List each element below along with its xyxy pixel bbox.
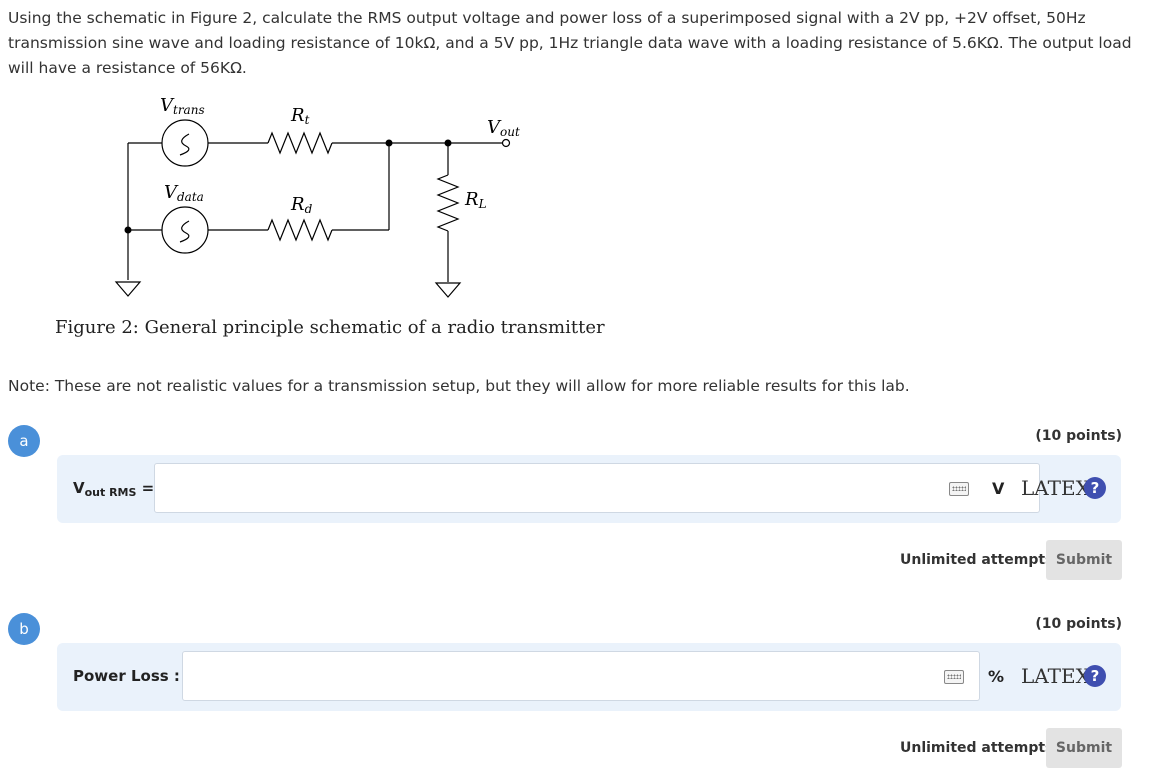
resistor-rl: [436, 174, 460, 232]
latex-label: LATEX: [1021, 664, 1090, 688]
vout-label: Vout: [487, 117, 520, 139]
vdata-source: [161, 206, 209, 254]
schematic-figure: Vtrans Rt Vout Vdata Rd RL: [0, 88, 620, 358]
rd-label: Rd: [290, 194, 313, 216]
part-b-submit-button[interactable]: Submit: [1046, 728, 1122, 768]
keyboard-icon[interactable]: [949, 482, 969, 496]
part-a-attempts: Unlimited attempts: [900, 552, 1054, 568]
rl-label: RL: [464, 189, 487, 211]
vout-terminal: [501, 138, 511, 148]
rt-label: Rt: [290, 105, 310, 127]
latex-label: LATEX: [1021, 476, 1090, 500]
vout-rms-label: Vout RMS =: [73, 479, 155, 499]
resistor-rd: [267, 218, 333, 242]
note-text: Note: These are not realistic values for…: [8, 377, 910, 395]
circuit-diagram: Vtrans Rt Vout Vdata Rd RL: [114, 95, 520, 298]
part-b-answer-box: Power Loss : % LATEX ?: [57, 643, 1121, 711]
power-loss-input[interactable]: [182, 651, 980, 701]
unit-label: %: [988, 667, 1005, 686]
part-a-badge: a: [8, 425, 40, 457]
ground-right: [434, 282, 462, 298]
vdata-label: Vdata: [164, 182, 204, 204]
figure-caption: Figure 2: General principle schematic of…: [55, 317, 605, 338]
vtrans-label: Vtrans: [160, 95, 205, 117]
question-text: Using the schematic in Figure 2, calcula…: [8, 9, 1132, 77]
power-loss-label: Power Loss :: [73, 667, 180, 685]
part-b-attempts: Unlimited attempts: [900, 740, 1054, 756]
part-b-badge: b: [8, 613, 40, 645]
part-a-submit-button[interactable]: Submit: [1046, 540, 1122, 580]
keyboard-icon[interactable]: [944, 670, 964, 684]
vout-rms-input[interactable]: [154, 463, 1040, 513]
vtrans-source: [161, 119, 209, 167]
part-b-points: (10 points): [1035, 616, 1122, 632]
resistor-rt: [267, 131, 333, 155]
part-a-points: (10 points): [1035, 428, 1122, 444]
help-icon[interactable]: ?: [1084, 665, 1106, 687]
help-icon[interactable]: ?: [1084, 477, 1106, 499]
unit-label: V: [992, 479, 1005, 498]
part-a-answer-box: Vout RMS = V LATEX ?: [57, 455, 1121, 523]
ground-left: [114, 281, 142, 297]
